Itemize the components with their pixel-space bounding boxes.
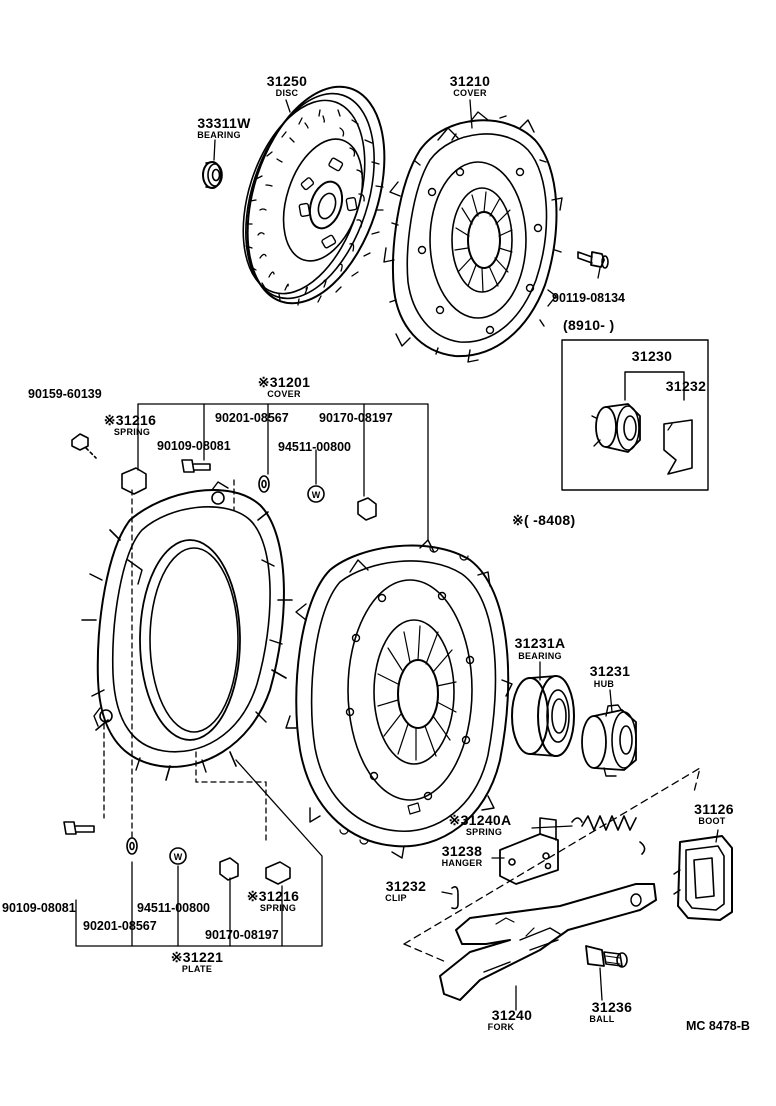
- callout-spring-bottom-number: ※31216: [246, 888, 300, 904]
- callout-release-bearing-number: 31231A: [514, 635, 566, 651]
- ball-drawing: [585, 945, 628, 968]
- callout-bolt-c-number: 90109-08081: [2, 901, 76, 915]
- callout-spring-bottom-name: SPRING: [259, 903, 297, 913]
- callout-hanger-name: HANGER: [441, 858, 483, 868]
- bolt-top-drawing: [577, 251, 609, 269]
- callout-boot-name: BOOT: [698, 816, 726, 826]
- callout-pilot-bearing-name: BEARING: [197, 130, 241, 140]
- clip-lower-drawing: [451, 886, 459, 910]
- callout-washer-d-number: 90201-08567: [83, 919, 157, 933]
- callout-fork-name: FORK: [487, 1022, 515, 1032]
- callout-plate-number: ※31221: [170, 949, 224, 965]
- spring-drawing: [571, 815, 646, 855]
- clutch-cover-top-drawing: [383, 111, 563, 363]
- callout-hanger-number: 31238: [441, 843, 483, 859]
- callout-release-bearing-name: BEARING: [518, 651, 562, 661]
- svg-text:W: W: [174, 852, 183, 862]
- pilot-bearing-drawing: [202, 161, 223, 189]
- callout-date-range-1: (8910- ): [563, 317, 615, 333]
- callout-spring-top-number: ※31216: [103, 412, 157, 428]
- callout-washer-c-number: 94511-00800: [137, 901, 210, 915]
- callout-spring-mid-name: SPRING: [465, 827, 503, 837]
- callout-disc-number: 31250: [266, 73, 308, 89]
- callout-bolt-top-number: 90119-08134: [552, 291, 625, 305]
- callout-spring-mid-number: ※31240A: [448, 812, 512, 828]
- callout-washer-b-number: 94511-00800: [278, 440, 351, 454]
- callout-plate-name: PLATE: [181, 964, 213, 974]
- callout-cover-top-name: COVER: [453, 88, 487, 98]
- callout-ball-number: 31236: [591, 999, 633, 1015]
- pressure-plate-drawing: [81, 481, 293, 781]
- callout-pilot-bearing-number: 33311W: [197, 115, 251, 131]
- callout-clip-lower-number: 31232: [385, 878, 427, 894]
- callout-nut-b-number: 90170-08197: [205, 928, 279, 942]
- callout-clip-top-number: 31232: [665, 378, 707, 394]
- clutch-cover-lower-drawing: [285, 539, 513, 859]
- callout-fork-number: 31240: [491, 1007, 533, 1023]
- diagram-code: MC 8478-B: [686, 1019, 750, 1033]
- clutch-disc-drawing: [242, 85, 386, 306]
- hanger-drawing: [499, 817, 559, 885]
- leader-lines: [75, 99, 719, 1011]
- callout-washer-a-number: 90201-08567: [215, 411, 289, 425]
- callout-cover-top-number: 31210: [449, 73, 491, 89]
- callout-bolt-b-number: 90109-08081: [157, 439, 231, 453]
- callout-cover-assy-number: ※31201: [257, 374, 311, 390]
- callout-bolt-a-number: 90159-60139: [28, 387, 102, 401]
- callout-hub-name: HUB: [593, 679, 615, 689]
- callout-cover-assy-name: COVER: [267, 389, 301, 399]
- boot-drawing: [673, 835, 733, 921]
- callout-spring-top-name: SPRING: [113, 427, 151, 437]
- callout-nut-a-number: 90170-08197: [319, 411, 393, 425]
- callout-clip-lower-name: CLIP: [385, 893, 407, 903]
- callout-release-assy-number: 31230: [631, 348, 673, 364]
- callout-disc-name: DISC: [275, 88, 299, 98]
- fork-drawing: [439, 883, 657, 1001]
- callout-ball-name: BALL: [589, 1014, 615, 1024]
- callout-date-range-2: ※( -8408): [512, 512, 576, 528]
- release-bearing-drawing: [511, 675, 575, 757]
- svg-text:W: W: [312, 490, 321, 500]
- release-bearing-box: [561, 339, 709, 491]
- callout-hub-number: 31231: [589, 663, 631, 679]
- callout-boot-number: 31126: [694, 801, 734, 817]
- hub-drawing: [581, 704, 637, 777]
- fasteners-drawing: W W: [63, 433, 377, 885]
